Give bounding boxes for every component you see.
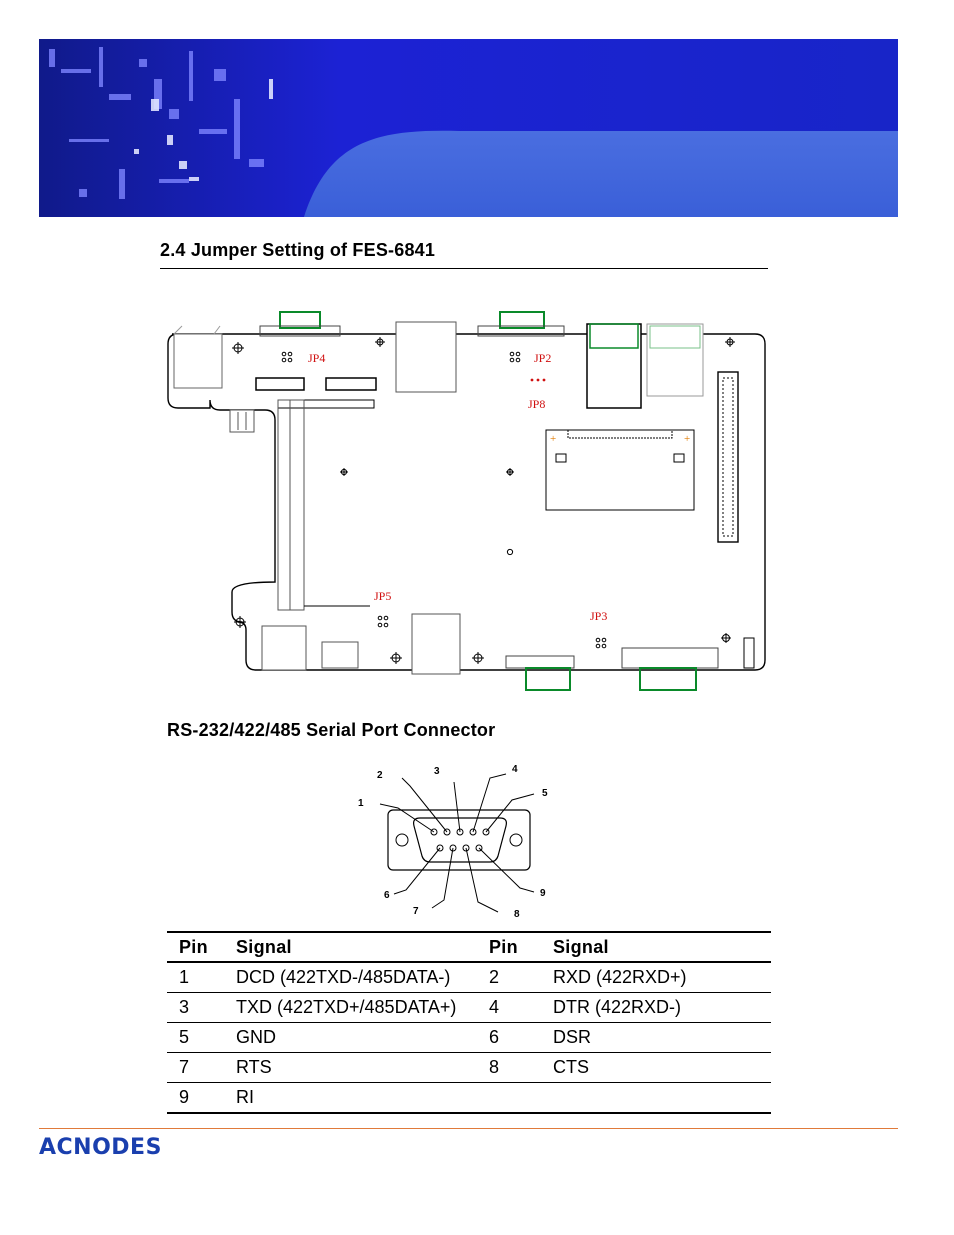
jumper-jp3: JP3 [590, 609, 607, 649]
db9-connector-diagram: 1 2 3 4 5 6 7 8 9 [350, 760, 560, 920]
pin-cell: 6 [477, 1022, 541, 1053]
signal-cell: RXD (422RXD+) [541, 962, 771, 993]
pin-signal-table: Pin Signal Pin Signal 1 DCD (422TXD-/485… [167, 931, 771, 1114]
jp5-label: JP5 [374, 589, 391, 603]
pin-label-9: 9 [540, 888, 546, 899]
signal-cell [541, 1082, 771, 1114]
jumper-jp4: JP4 [281, 351, 325, 365]
signal-cell: DTR (422RXD-) [541, 992, 771, 1023]
signal-cell: DSR [541, 1022, 771, 1053]
signal-cell: RI [224, 1082, 477, 1114]
signal-cell: GND [224, 1022, 477, 1053]
pin-label-7: 7 [413, 906, 419, 917]
jp2-label: JP2 [534, 351, 551, 365]
svg-text:+: + [550, 433, 556, 445]
jumper-jp8: JP8 [528, 378, 546, 411]
pin-cell: 3 [167, 992, 224, 1023]
jp3-label: JP3 [590, 609, 607, 623]
signal-cell: DCD (422TXD-/485DATA-) [224, 962, 477, 993]
jumper-jp2: JP2 [509, 351, 551, 365]
table-row: 7 RTS 8 CTS [167, 1052, 771, 1083]
table-header-row: Pin Signal Pin Signal [167, 931, 771, 963]
pin-label-6: 6 [384, 890, 390, 901]
connector-heading: RS-232/422/485 Serial Port Connector [167, 720, 496, 740]
pin-label-2: 2 [377, 770, 383, 781]
header-signal: Signal [541, 931, 771, 963]
signal-cell: CTS [541, 1052, 771, 1083]
pin-cell: 7 [167, 1052, 224, 1083]
pin-label-8: 8 [514, 909, 520, 920]
header-pin: Pin [167, 931, 224, 963]
board-layout-diagram: JP4 JP2 JP8 [160, 300, 770, 700]
signal-cell: TXD (422TXD+/485DATA+) [224, 992, 477, 1023]
table-row: 3 TXD (422TXD+/485DATA+) 4 DTR (422RXD-) [167, 992, 771, 1023]
footer-divider [39, 1128, 898, 1129]
signal-cell: RTS [224, 1052, 477, 1083]
table-row: 5 GND 6 DSR [167, 1022, 771, 1053]
pin-cell: 4 [477, 992, 541, 1023]
header-pin: Pin [477, 931, 541, 963]
pin-cell: 8 [477, 1052, 541, 1083]
pin-label-3: 3 [434, 766, 440, 777]
section-heading: 2.4 Jumper Setting of FES-6841 [160, 240, 768, 269]
acnodes-logo: ACNODES [39, 1135, 162, 1160]
pin-cell [477, 1082, 541, 1114]
svg-text:+: + [684, 433, 690, 445]
table-row: 1 DCD (422TXD-/485DATA-) 2 RXD (422RXD+) [167, 962, 771, 993]
jp4-label: JP4 [308, 351, 325, 365]
jp8-label: JP8 [528, 397, 545, 411]
pin-label-4: 4 [512, 764, 518, 775]
pin-cell: 1 [167, 962, 224, 993]
circuit-board-banner-image [39, 39, 898, 217]
header-banner [39, 39, 898, 217]
board-drawing: JP4 JP2 JP8 [167, 311, 766, 691]
pin-cell: 2 [477, 962, 541, 993]
pin-cell: 5 [167, 1022, 224, 1053]
header-signal: Signal [224, 931, 477, 963]
pin-label-5: 5 [542, 788, 548, 799]
pin-label-1: 1 [358, 798, 364, 809]
table-row: 9 RI [167, 1082, 771, 1114]
pin-cell: 9 [167, 1082, 224, 1114]
db9-pinout-drawing: 1 2 3 4 5 6 7 8 9 [358, 764, 548, 920]
jumper-jp5: JP5 [374, 589, 391, 628]
